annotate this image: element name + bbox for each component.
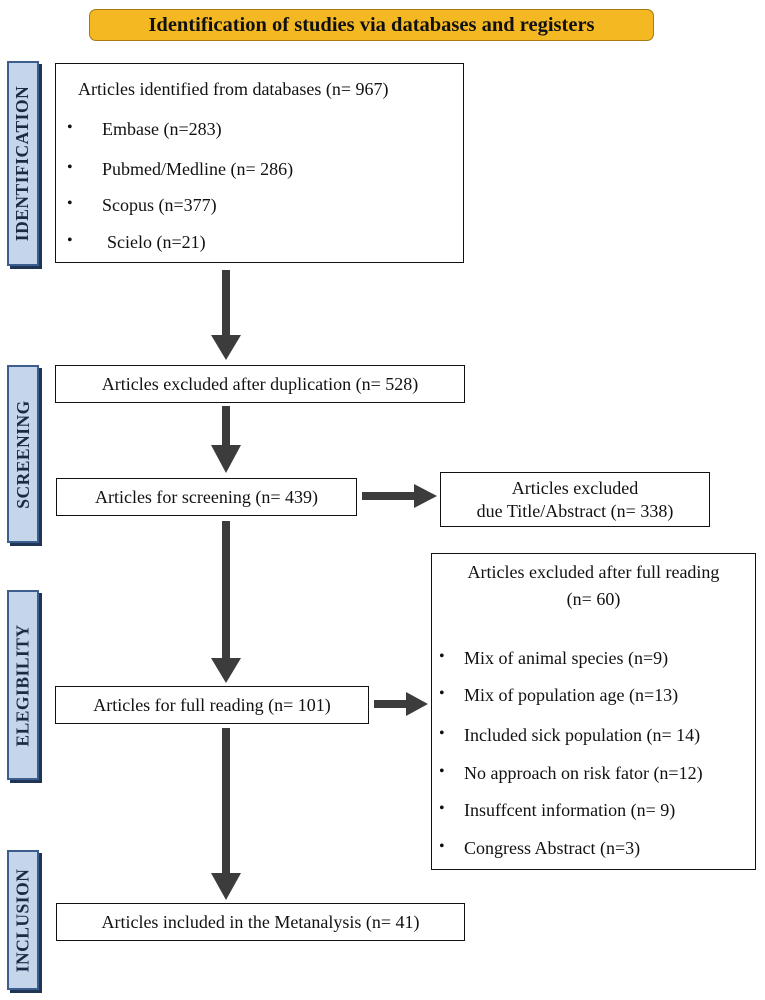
- arrow-right-screening: [362, 484, 437, 508]
- excluded-title-line2: due Title/Abstract (n= 338): [476, 501, 674, 521]
- phase-screening-label: SCREENING: [7, 365, 39, 543]
- phase-inclusion-label: INCLUSION: [7, 850, 39, 990]
- full-reading-box: Articles for full reading (n= 101): [55, 686, 369, 724]
- excluded-full-line1: Articles excluded after full reading: [467, 562, 720, 582]
- arrow-down-full-reading: [211, 728, 241, 900]
- phase-elegibility-label: ELEGIBILITY: [7, 590, 39, 780]
- identification-box: Articles identified from databases (n= 9…: [55, 63, 464, 263]
- arrow-down-identification: [211, 270, 241, 360]
- excluded-full-line2: (n= 60): [566, 589, 621, 609]
- excluded-full-reading-box: Articles excluded after full reading (n=…: [431, 553, 756, 870]
- included-box: Articles included in the Metanalysis (n=…: [56, 903, 465, 941]
- duplication-box: Articles excluded after duplication (n= …: [55, 365, 465, 403]
- arrow-down-screening: [211, 521, 241, 683]
- arrow-down-duplication: [211, 406, 241, 473]
- phase-identification-label: IDENTIFICATION: [7, 61, 39, 266]
- excluded-title-abstract-box: Articles excluded due Title/Abstract (n=…: [440, 472, 710, 527]
- arrow-right-full-reading: [374, 692, 428, 716]
- screening-box: Articles for screening (n= 439): [56, 478, 357, 516]
- excluded-title-line1: Articles excluded: [511, 478, 639, 498]
- identification-box-title: Articles identified from databases (n= 9…: [78, 79, 389, 99]
- diagram-title: Identification of studies via databases …: [148, 13, 595, 36]
- diagram-title-banner: Identification of studies via databases …: [89, 9, 654, 41]
